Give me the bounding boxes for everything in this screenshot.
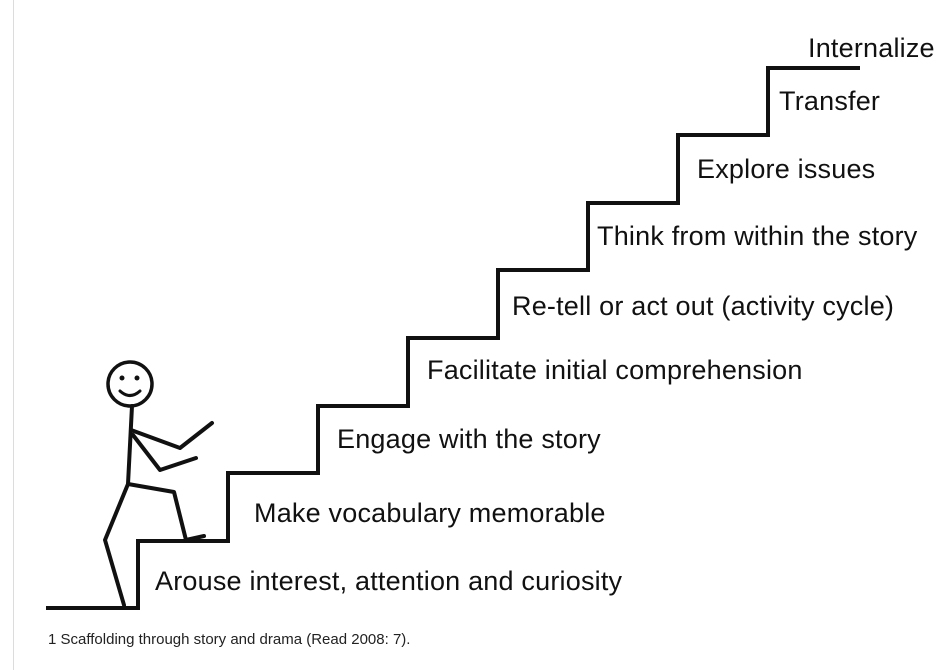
staircase-diagram: Arouse interest, attention and curiosity… bbox=[46, 33, 935, 610]
step-label-6: Think from within the story bbox=[597, 221, 918, 251]
staircase bbox=[46, 66, 860, 610]
step-label-5: Re-tell or act out (activity cycle) bbox=[512, 291, 894, 321]
figure-caption: 1 Scaffolding through story and drama (R… bbox=[48, 631, 411, 648]
step-label-1: Arouse interest, attention and curiosity bbox=[155, 566, 623, 596]
step-label-8: Transfer bbox=[779, 86, 880, 116]
step-label-2: Make vocabulary memorable bbox=[254, 498, 606, 528]
left-border-line bbox=[13, 0, 14, 670]
step-label-7: Explore issues bbox=[697, 154, 875, 184]
stick-figure-icon bbox=[103, 360, 214, 607]
step-label-3: Engage with the story bbox=[337, 424, 601, 454]
step-label-9: Internalize bbox=[808, 33, 935, 63]
step-label-4: Facilitate initial comprehension bbox=[427, 355, 803, 385]
